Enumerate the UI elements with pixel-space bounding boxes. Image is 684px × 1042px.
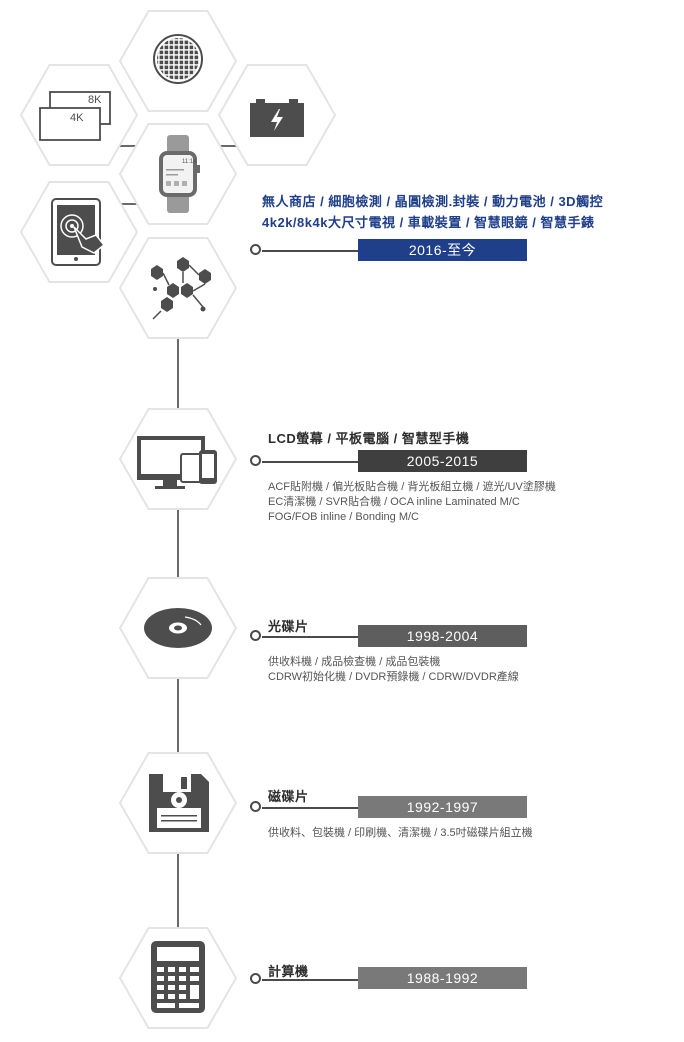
era-desc-line: FOG/FOB inline / Bonding M/C [268, 511, 419, 523]
era-desc-line: 供收料、包裝機 / 印刷機、清潔機 / 3.5吋磁碟片組立機 [268, 827, 533, 839]
era-year-badge: 1992-1997 [358, 796, 527, 818]
hex-tablet [19, 181, 139, 283]
hex-disc [118, 577, 238, 679]
hex-devices [118, 408, 238, 510]
timeline-node [250, 244, 261, 255]
timeline-branch [262, 979, 358, 981]
era-title-line: 4k2k/8k4k大尺寸電視 / 車載裝置 / 智慧眼鏡 / 智慧手錶 [262, 215, 595, 230]
hex-molecule [118, 237, 238, 339]
era-desc-line: EC清潔機 / SVR貼合機 / OCA inline Laminated M/… [268, 496, 520, 508]
monitor-8k-label: 8K [88, 94, 102, 106]
connector [118, 145, 138, 147]
connector [218, 145, 238, 147]
era-desc-line: ACF貼附機 / 偏光板貼合機 / 背光板組立機 / 遮光/UV塗膠機 [268, 481, 556, 493]
era-title: 計算機 [268, 964, 309, 979]
era-year-badge: 2005-2015 [358, 450, 527, 472]
hex-monitors: 8K 4K [19, 64, 139, 166]
timeline-node [250, 801, 261, 812]
watch-icon [159, 135, 200, 213]
hex-calculator [118, 927, 238, 1029]
connector [118, 203, 138, 205]
timeline-node [250, 973, 261, 984]
timeline-branch [262, 807, 358, 809]
era-title: 磁碟片 [268, 789, 309, 804]
battery-icon [250, 99, 304, 137]
era-year-badge: 1998-2004 [358, 625, 527, 647]
hex-watch: 11:14 [118, 123, 238, 225]
era-year-badge: 1988-1992 [358, 967, 527, 989]
molecule-icon [151, 257, 211, 320]
watch-time: 11:14 [182, 159, 197, 165]
timeline-branch [262, 636, 358, 638]
optical-disc-icon [144, 608, 212, 648]
timeline-branch [262, 461, 358, 463]
timeline-node [250, 455, 261, 466]
era-title: LCD螢幕 / 平板電腦 / 智慧型手機 [268, 431, 470, 446]
monitor-4k-label: 4K [70, 112, 84, 124]
hex-wafer [118, 10, 238, 112]
hex-floppy [118, 752, 238, 854]
era-title-line: 無人商店 / 細胞檢測 / 晶圓檢測.封裝 / 動力電池 / 3D觸控 [262, 194, 604, 209]
calculator-icon [151, 941, 205, 1013]
era-title: 光碟片 [268, 619, 309, 634]
monitor-icon [39, 91, 111, 141]
era-desc-line: 供收料機 / 成品檢查機 / 成品包裝機 [268, 656, 441, 668]
era-year-badge: 2016-至今 [358, 239, 527, 261]
wafer-icon [153, 34, 203, 84]
timeline-branch [262, 250, 358, 252]
era-desc-line: CDRW初始化機 / DVDR預錄機 / CDRW/DVDR產線 [268, 671, 519, 683]
hex-battery [217, 64, 337, 166]
devices-icon [137, 436, 217, 489]
timeline-node [250, 630, 261, 641]
tablet-touch-icon [51, 198, 106, 266]
floppy-disk-icon [149, 774, 209, 832]
